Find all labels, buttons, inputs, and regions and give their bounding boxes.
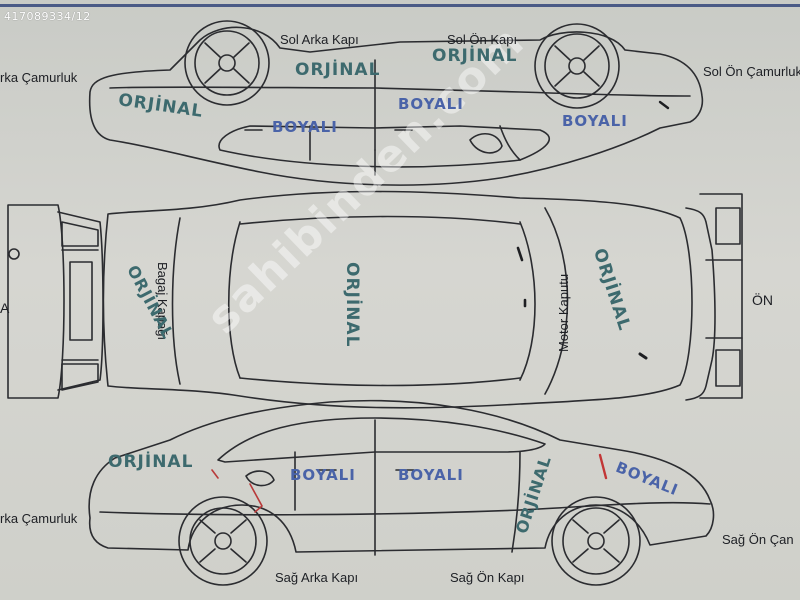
top-view bbox=[7, 190, 743, 409]
label-sol-on-camurluk: Sol Ön Çamurluk bbox=[703, 64, 800, 79]
stamp-sol-on-camurluk-boyali: BOYALI bbox=[562, 112, 628, 130]
label-sol-arka-kapi: Sol Arka Kapı bbox=[280, 32, 359, 47]
stamp-sol-kapi-boyali: BOYALI bbox=[272, 118, 338, 136]
label-sag-on-camurluk: Sağ Ön Çan bbox=[722, 532, 794, 547]
stamp-tavan: ORJİNAL bbox=[342, 262, 362, 348]
label-on: ÖN bbox=[752, 292, 773, 308]
stamp-sag-arka-kapi: BOYALI bbox=[290, 466, 356, 484]
label-sol-on-kapi: Sol Ön Kapı bbox=[447, 32, 518, 47]
label-sag-on-kapi: Sağ Ön Kapı bbox=[450, 570, 525, 585]
label-sol-arka-camurluk: rka Çamurluk bbox=[0, 70, 78, 85]
stamp-sag-arka-camurluk: ORJİNAL bbox=[108, 452, 194, 472]
stamp-sag-on-kapi: BOYALI bbox=[398, 466, 464, 484]
photo-id: 417089334/12 bbox=[4, 10, 91, 23]
ink-marks bbox=[211, 100, 670, 513]
label-sag-arka-kapi: Sağ Arka Kapı bbox=[275, 570, 359, 585]
label-sag-arka-camurluk: rka Çamurluk bbox=[0, 511, 78, 526]
label-arka-edge: A bbox=[0, 300, 10, 316]
label-motor-kaputu: Motor Kaputu bbox=[556, 273, 571, 352]
right-side-view bbox=[88, 399, 715, 586]
stamp-sol-on-kapi-boyali: BOYALI bbox=[398, 95, 464, 113]
stamp-sol-on-kapi: ORJİNAL bbox=[432, 46, 518, 66]
stamp-sol-arka-kapi: ORJİNAL bbox=[295, 60, 381, 80]
sheet-border bbox=[0, 4, 800, 7]
left-side-view bbox=[88, 20, 704, 186]
